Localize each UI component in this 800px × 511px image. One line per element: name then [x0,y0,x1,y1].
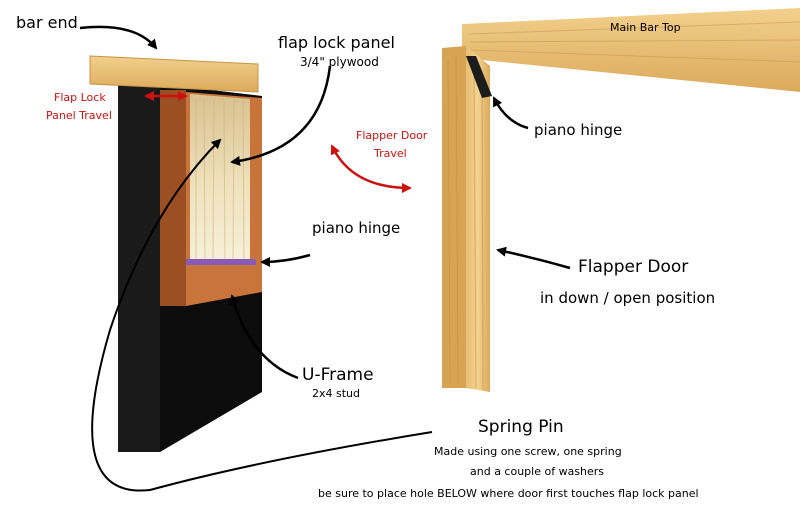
label-flap-lock-travel-1: Flap Lock [54,91,106,104]
piano-hinge-right-shape [466,56,492,98]
post-side [118,84,160,452]
label-flapper-door: Flapper Door [578,257,689,277]
arrow-piano-hinge-left [260,253,311,267]
arrow-spring-pin [91,138,433,492]
label-bar-end: bar end [16,13,78,32]
label-piano-hinge-left: piano hinge [312,219,401,237]
arrow-u-frame [229,294,299,380]
label-spring-note-2: and a couple of washers [470,465,605,478]
piano-hinge-left-shape [186,259,256,265]
label-flapper-position: in down / open position [540,289,716,307]
label-spring-note-3: be sure to place hole BELOW where door f… [318,487,699,500]
arrow-flap-lock-panel [230,65,332,166]
flapper-door-grain [447,55,484,391]
label-flapper-travel-1: Flapper Door [356,129,428,142]
main-bar-top [462,8,800,92]
arrow-flapper-door [496,246,571,270]
arrow-piano-hinge-right [492,96,529,130]
label-plywood: 3/4" plywood [300,55,379,69]
flapper-door-front [466,46,490,392]
bar-end-board [89,55,259,93]
plywood-grain [195,97,245,263]
plywood-panel [190,94,250,262]
label-u-frame: U-Frame [302,365,374,385]
label-main-bar-top: Main Bar Top [610,21,681,34]
label-spring-note-1: Made using one screw, one spring [434,445,622,458]
label-flapper-travel-2: Travel [374,147,407,160]
label-flap-lock-travel-2: Panel Travel [46,109,112,122]
label-stud: 2x4 stud [312,387,361,400]
main-bar-grain [469,21,800,63]
arrow-flapper-door-travel [330,144,412,193]
flapper-door-side [442,46,466,388]
label-spring-pin: Spring Pin [478,417,564,437]
label-piano-hinge-right: piano hinge [534,121,623,139]
label-flap-lock-panel: flap lock panel [278,33,395,52]
arrow-bar-end [79,25,158,50]
